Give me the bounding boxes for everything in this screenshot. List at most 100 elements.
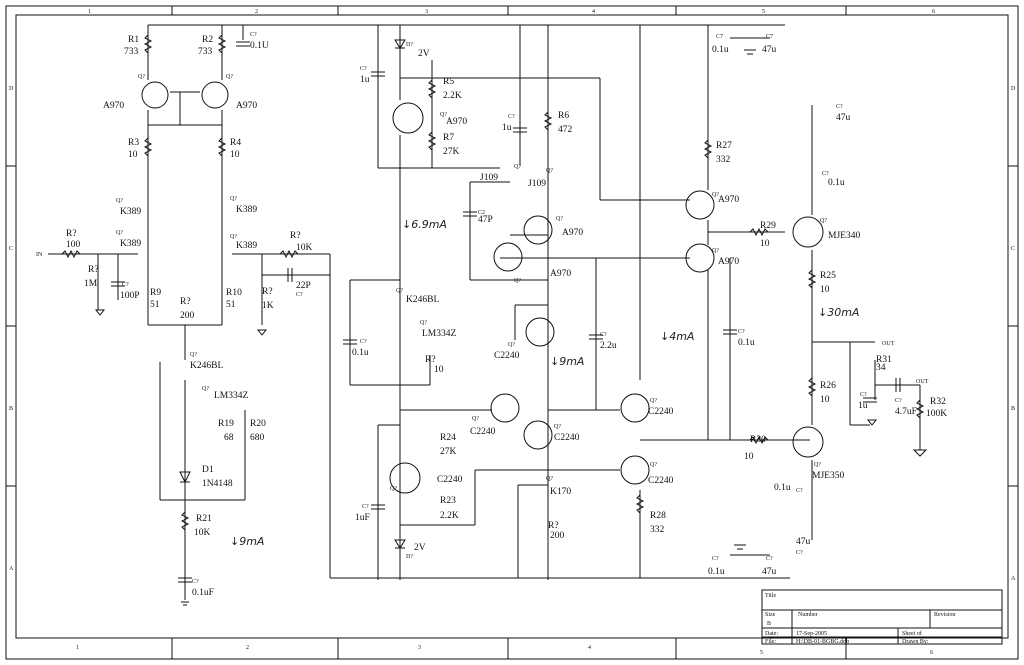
resistor-ref: R29 bbox=[760, 221, 776, 231]
transistor-labels: A970 A970 K389 K389 K389 K389 K246BL LM3… bbox=[103, 101, 860, 497]
resistor-labels: R1 733 R2 733 R3 10 R4 10 R? 100 R? 1M R… bbox=[66, 35, 947, 541]
transistor-ref: Q? bbox=[138, 74, 145, 80]
sheet-border: 1 2 3 4 5 6 1 2 3 4 5 6 D C B A D C B A bbox=[5, 5, 1019, 660]
zone-row-label: D bbox=[1011, 86, 1016, 92]
resistor-value: 1M bbox=[84, 279, 98, 289]
resistor-value: 27K bbox=[440, 447, 457, 457]
resistor-ref: R30 bbox=[750, 435, 766, 445]
resistor-ref: R27 bbox=[716, 141, 732, 151]
resistor-value: 2.2K bbox=[440, 511, 459, 521]
transistor bbox=[685, 190, 715, 220]
transistor-ref: Q? bbox=[440, 112, 447, 118]
transistor bbox=[523, 420, 553, 450]
date-label: Date: bbox=[765, 631, 778, 637]
transistor-label: K389 bbox=[236, 205, 257, 215]
resistor-ref: R6 bbox=[558, 111, 569, 121]
capacitor bbox=[513, 127, 527, 133]
capacitor-labels: 0.1U 100P 22P 0.1uF 1u 1u 47P 0.1u 2.2u … bbox=[120, 41, 917, 598]
capacitor-value: 100P bbox=[120, 291, 140, 301]
transistor-ref: Q? bbox=[116, 198, 123, 204]
size-value: B bbox=[767, 621, 771, 627]
transistor-ref: Q? bbox=[814, 462, 821, 468]
transistor-label: C2240 bbox=[648, 407, 674, 417]
resistor-ref: R5 bbox=[443, 77, 454, 87]
transistor bbox=[141, 81, 169, 109]
transistor-ref: Q? bbox=[712, 192, 719, 198]
resistor-ref: R20 bbox=[250, 419, 266, 429]
capacitor-refs: C? C? C? C? C? C? C2 C? C? C? C? C7 C7 C… bbox=[122, 32, 902, 585]
title-block: Title Size B Number Revision Date: 17-Se… bbox=[761, 589, 1003, 645]
capacitor-ref: C? bbox=[508, 114, 515, 120]
transistor-ref: Q? bbox=[116, 230, 123, 236]
capacitor-ref: C? bbox=[836, 104, 843, 110]
transistor-ref: Q? bbox=[820, 218, 827, 224]
transistor-label: A970 bbox=[718, 195, 739, 205]
resistor bbox=[61, 249, 81, 259]
resistor bbox=[749, 227, 769, 237]
capacitor-ref: C? bbox=[296, 292, 303, 298]
resistor-value: 34 bbox=[876, 363, 886, 373]
capacitor-value: 47u bbox=[836, 113, 851, 123]
file-value: H:\DB-01-BGBG.ddb bbox=[796, 639, 849, 645]
diode-labels: D1 1N4148 2V 2V bbox=[202, 49, 430, 553]
resistor-value: 680 bbox=[250, 433, 265, 443]
zone-row-label: B bbox=[1011, 406, 1015, 412]
zone-col-label: 1 bbox=[76, 645, 79, 651]
capacitor-ref: C? bbox=[796, 488, 803, 494]
resistor bbox=[279, 249, 299, 259]
zone-col-label: 5 bbox=[762, 9, 765, 15]
diode-value: 2V bbox=[414, 543, 426, 553]
transistor-ref: Q? bbox=[712, 248, 719, 254]
size-label: Size bbox=[765, 612, 776, 618]
current-note: ↓30mA bbox=[818, 306, 859, 319]
resistor-ref: R28 bbox=[650, 511, 666, 521]
resistor bbox=[217, 34, 227, 54]
transistor-ref: Q? bbox=[226, 74, 233, 80]
transistor-label: A970 bbox=[446, 117, 467, 127]
resistor-value: 27K bbox=[443, 147, 460, 157]
capacitor-ref: C? bbox=[796, 550, 803, 556]
resistor-value: 10 bbox=[760, 239, 770, 249]
capacitor-ref: C? bbox=[766, 556, 773, 562]
capacitor bbox=[343, 339, 357, 345]
resistor-value: 10 bbox=[744, 452, 754, 462]
zone-col-label: 3 bbox=[418, 645, 421, 651]
resistor-value: 51 bbox=[226, 300, 236, 310]
transistor-ref: Q? bbox=[396, 288, 403, 294]
transistor bbox=[389, 462, 421, 494]
resistor-ref: R7 bbox=[443, 133, 454, 143]
resistor-value: 10K bbox=[296, 243, 313, 253]
capacitor-value: 0.1uF bbox=[192, 588, 214, 598]
transistor-label: J109 bbox=[528, 179, 546, 189]
capacitor-value: 1u bbox=[360, 75, 370, 85]
wiring bbox=[48, 24, 921, 600]
transistor-ref: Q? bbox=[514, 164, 521, 170]
transistor bbox=[392, 102, 424, 134]
resistor-ref: R? bbox=[262, 287, 273, 297]
capacitor bbox=[287, 268, 293, 282]
resistor bbox=[703, 139, 713, 159]
resistor bbox=[180, 511, 190, 531]
zone-row-label: D bbox=[9, 86, 14, 92]
transistor-label: K389 bbox=[120, 207, 141, 217]
diode-symbol bbox=[179, 471, 191, 484]
capacitor-value: 0.1U bbox=[250, 41, 269, 51]
resistor-ref: R? bbox=[66, 229, 77, 239]
transistor-ref: Q? bbox=[420, 320, 427, 326]
transistor-label: J109 bbox=[480, 173, 498, 183]
capacitor-value: 0.1u bbox=[774, 483, 791, 493]
diode-symbol bbox=[394, 539, 406, 549]
transistor-label: LM334Z bbox=[214, 391, 249, 401]
transistor-label: K389 bbox=[236, 241, 257, 251]
capacitor-ref: C? bbox=[250, 32, 257, 38]
resistor-value: 733 bbox=[124, 47, 139, 57]
transistor-refs: Q? Q? Q? Q? Q? Q? Q? Q? Q? Q? Q? Q? Q? Q… bbox=[116, 74, 827, 492]
transistor-ref: Q? bbox=[546, 476, 553, 482]
transistor-label: A970 bbox=[718, 257, 739, 267]
transistor-label: K246BL bbox=[190, 361, 223, 371]
diode-ref: D1 bbox=[202, 465, 214, 475]
capacitor-value: 47u bbox=[762, 567, 777, 577]
resistor-ref: R? bbox=[180, 297, 191, 307]
zone-row-label: C bbox=[1011, 246, 1015, 252]
resistor bbox=[143, 137, 153, 157]
